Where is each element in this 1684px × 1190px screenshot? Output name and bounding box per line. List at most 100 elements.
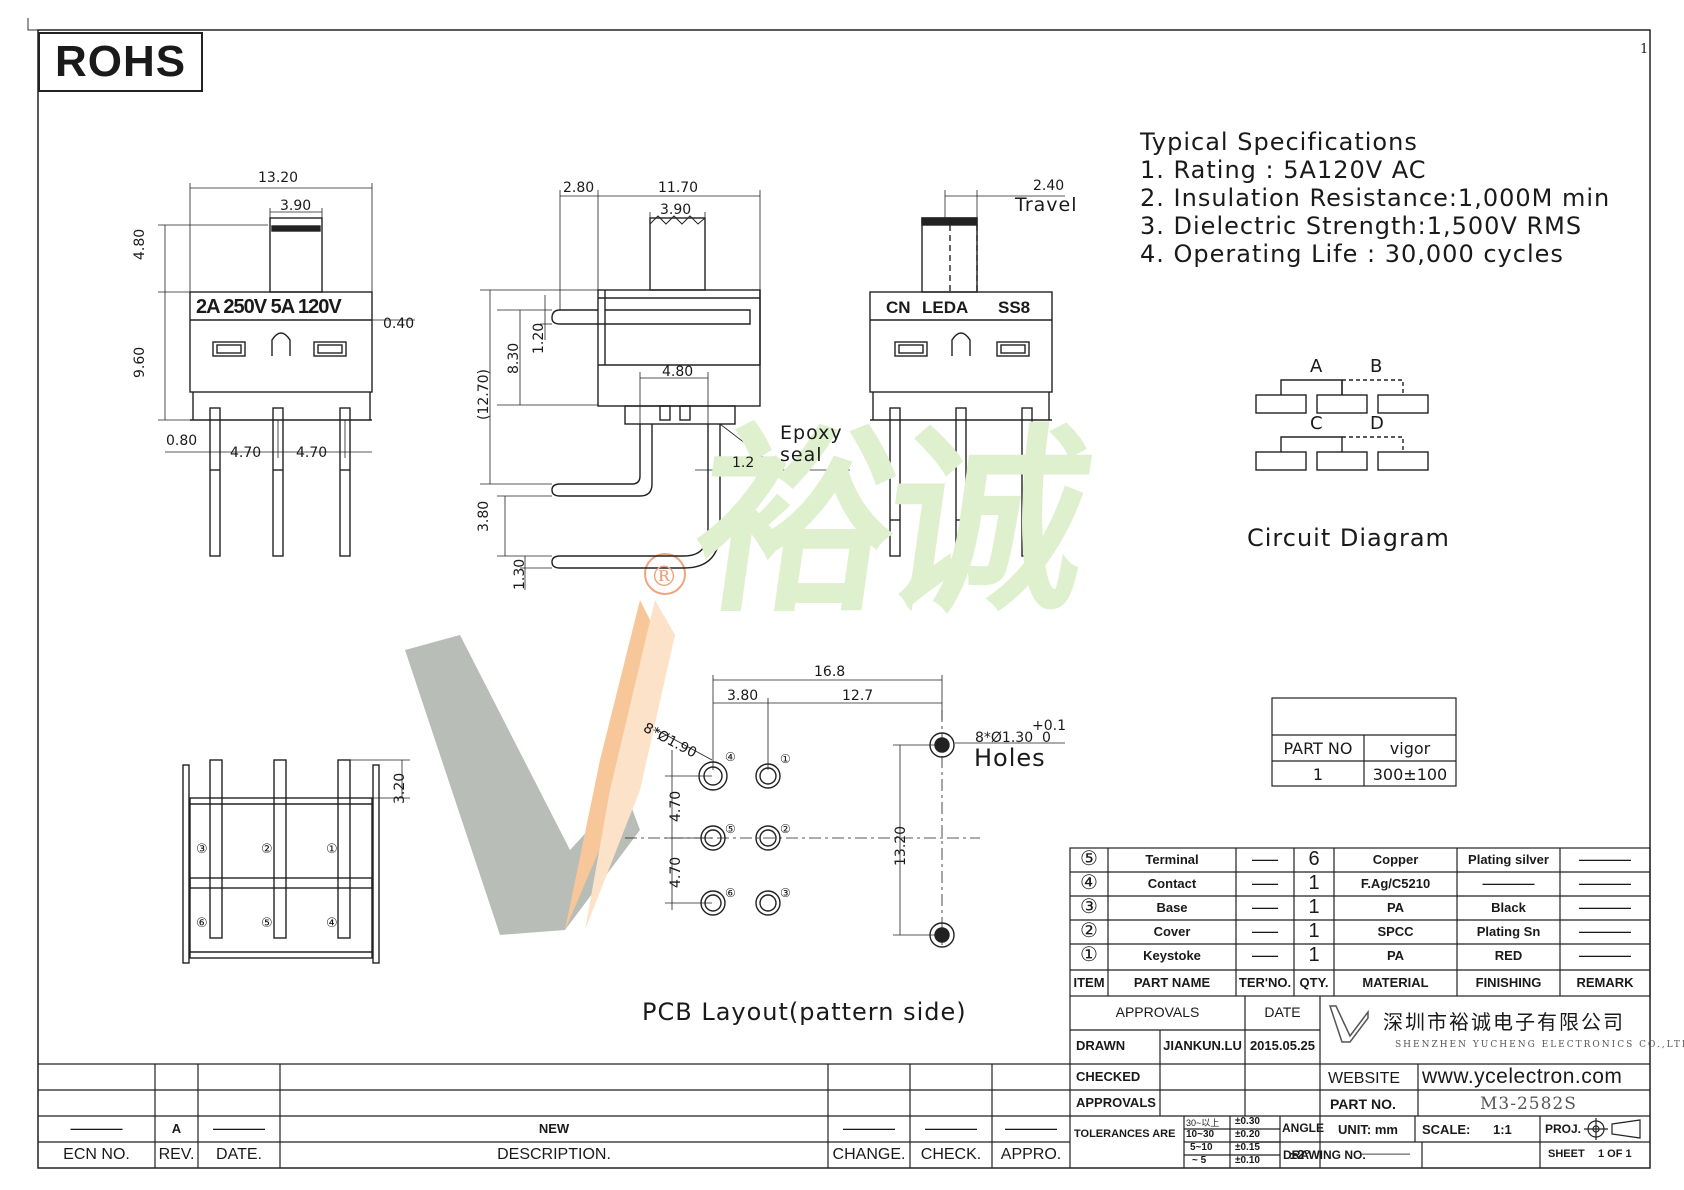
part-no-label: PART NO. — [1330, 1096, 1396, 1112]
bom-remark-2: ———— — [1579, 876, 1631, 891]
bom-header-part-name: PART NAME — [1133, 975, 1211, 990]
dim-16-8: 16.8 — [814, 664, 846, 680]
dim-4-70-b: 4.70 — [296, 445, 328, 461]
revision-date: ———— — [213, 1121, 265, 1136]
spec-item-2: 2. Insulation Resistance:1,000M min — [1140, 184, 1611, 212]
company-name-cn: 深圳市裕诚电子有限公司 — [1383, 1010, 1625, 1034]
revision-appro: ———— — [1005, 1121, 1057, 1136]
revision-header-ecn-no: ECN NO. — [63, 1146, 130, 1163]
pcb-pin-5: ⑤ — [725, 822, 736, 836]
website-link[interactable]: www.ycelectron.com — [1422, 1065, 1623, 1088]
bom-header-remark: REMARK — [1576, 975, 1634, 990]
website-label: WEBSITE — [1328, 1070, 1401, 1087]
bom-part-name-2: Contact — [1147, 876, 1197, 891]
dim-2-40: 2.40 — [1033, 178, 1065, 194]
drawing-no-label: DRAWING NO. — [1283, 1148, 1366, 1162]
dim-3-90: 3.90 — [280, 198, 312, 214]
bom-material-2: F.Ag/C5210 — [1360, 876, 1431, 891]
circuit-label-c: C — [1310, 413, 1323, 434]
dim-0-80: 0.80 — [166, 433, 198, 449]
pcb-pin-3: ③ — [780, 886, 791, 900]
travel-label: Travel — [1015, 194, 1078, 216]
company-logo-icon — [1328, 1002, 1370, 1044]
angle-label: ANGLE — [1282, 1121, 1324, 1135]
tol-range-1: 30~以上 — [1186, 1118, 1220, 1128]
bom-finishing-5: RED — [1494, 948, 1523, 963]
date-header: DATE — [1264, 1004, 1301, 1020]
scale-value: 1:1 — [1493, 1122, 1512, 1137]
bom-item-1: ⑤ — [1080, 848, 1098, 870]
bom-ter-no-1: —— — [1252, 852, 1278, 867]
watermark-logo — [405, 553, 686, 935]
revision-table-lines — [38, 1063, 1070, 1168]
tol-value-1: ±0.30 — [1235, 1116, 1260, 1127]
pcb-pin-4: ④ — [725, 750, 736, 764]
dim-1-2: 1.2 — [732, 455, 755, 471]
tol-value-4: ±0.10 — [1235, 1155, 1260, 1166]
tol-value-2: ±0.20 — [1235, 1129, 1260, 1140]
sheet-index: 1 — [1640, 42, 1649, 57]
pcb-layout — [625, 675, 1065, 948]
rear-view — [869, 190, 1065, 557]
part-no-header: PART NO — [1283, 739, 1353, 758]
spec-item-4: 4. Operating Life : 30,000 cycles — [1140, 240, 1564, 268]
tol-range-2: 10~30 — [1186, 1129, 1215, 1140]
dim-9-60: 9.60 — [132, 346, 148, 378]
revision-change: ———— — [843, 1121, 895, 1136]
bottom-pin-1: ① — [326, 842, 338, 857]
rear-marking-leda: LEDA — [922, 298, 969, 317]
dim-0-40: 0.40 — [383, 316, 415, 332]
front-view — [158, 183, 415, 557]
dim-11-70: 11.70 — [658, 180, 699, 196]
bom-ter-no-4: —— — [1252, 924, 1278, 939]
sheet-value: 1 OF 1 — [1598, 1148, 1632, 1160]
front-marking: 2A 250V 5A 120V — [196, 296, 342, 318]
revision-header-description: DESCRIPTION. — [497, 1146, 611, 1163]
circuit-label-a: A — [1310, 356, 1323, 377]
sheet-label: SHEET — [1548, 1148, 1585, 1160]
bom-qty-5: 1 — [1308, 944, 1320, 966]
bottom-pin-4: ④ — [326, 916, 338, 931]
pcb-pin-1: ① — [780, 752, 791, 766]
tol-range-3: 5~10 — [1190, 1142, 1213, 1153]
rohs-badge: ROHS — [38, 32, 203, 92]
bom-ter-no-2: —— — [1252, 876, 1278, 891]
dim-13-20: 13.20 — [258, 170, 299, 186]
bom-finishing-2: ———— — [1482, 876, 1535, 891]
dim-13-20: 13.20 — [893, 825, 909, 866]
dim-8-30: 8.30 — [506, 342, 522, 374]
dim-4-70-a: 4.70 — [230, 445, 262, 461]
dim-3-20: 3.20 — [392, 772, 408, 804]
revision-header-change: CHANGE. — [832, 1146, 906, 1163]
bottom-view — [182, 759, 410, 964]
bom-finishing-1: Plating silver — [1468, 852, 1549, 867]
bom-header-material: MATERIAL — [1362, 975, 1429, 990]
bom-part-name-5: Keystoke — [1143, 948, 1201, 963]
circuit-label-d: D — [1370, 413, 1384, 434]
bom-header-ter-no: TER'NO. — [1238, 975, 1292, 990]
circuit-label-b: B — [1370, 356, 1383, 377]
part-no-table-lines — [1271, 697, 1457, 787]
bom-qty-1: 6 — [1308, 848, 1320, 870]
bom-material-3: PA — [1386, 900, 1405, 915]
pcb-pin-6: ⑥ — [725, 886, 736, 900]
hole-tol-zero: 0 — [1042, 730, 1051, 746]
part-no-code: M3-2582S — [1480, 1094, 1577, 1114]
bom-qty-3: 1 — [1308, 896, 1320, 918]
angle-value: ±2° — [1290, 1147, 1310, 1162]
registered-mark — [644, 553, 686, 595]
spec-item-1: 1. Rating : 5A120V AC — [1140, 156, 1427, 184]
dim-12-70: (12.70) — [476, 368, 492, 420]
bom-item-2: ④ — [1080, 872, 1098, 894]
bom-ter-no-5: —— — [1252, 948, 1278, 963]
spec-title: Typical Specifications — [1140, 128, 1418, 156]
bom-table-lines — [1069, 847, 1651, 997]
dim-2-80: 2.80 — [563, 180, 595, 196]
dim-3-80-side: 3.80 — [476, 500, 492, 532]
pcb-title: PCB Layout(pattern side) — [642, 998, 967, 1026]
dim-3-90-side: 3.90 — [660, 202, 692, 218]
bottom-pin-6: ⑥ — [196, 916, 208, 931]
spec-item-3: 3. Dielectric Strength:1,500V RMS — [1140, 212, 1583, 240]
scale-label: SCALE: — [1422, 1122, 1471, 1137]
pcb-holes — [698, 732, 955, 948]
